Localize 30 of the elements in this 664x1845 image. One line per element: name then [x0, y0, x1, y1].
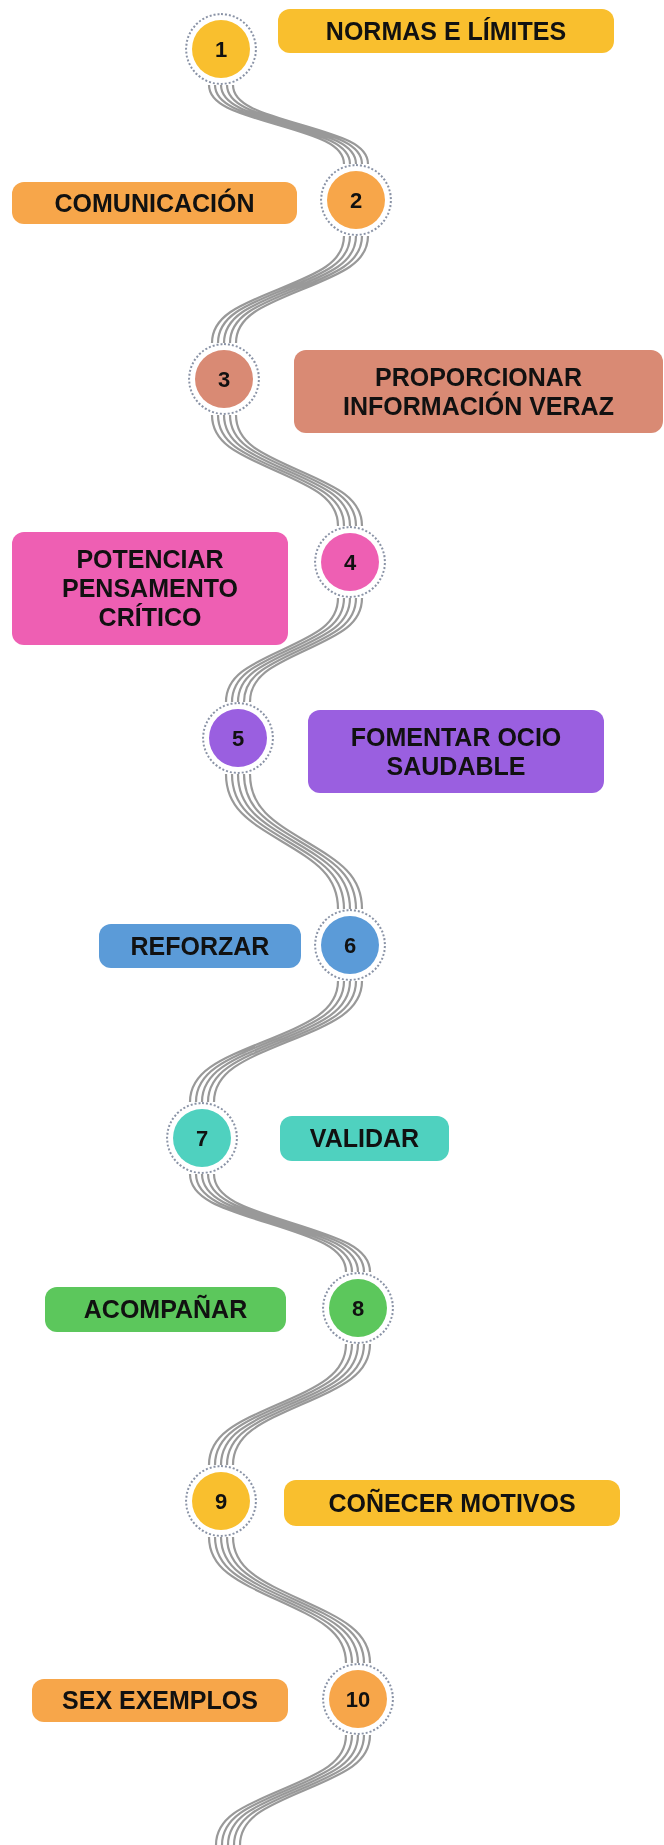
wavy-connector [224, 772, 364, 911]
step-number: 7 [195, 1124, 209, 1153]
step-label: COÑECER MOTIVOS [284, 1480, 620, 1526]
wavy-connector [207, 1535, 372, 1665]
step-number: 2 [349, 186, 363, 215]
step-label: FOMENTAR OCIO SAUDABLE [308, 710, 604, 793]
step-number: 9 [214, 1487, 228, 1516]
wavy-connector [207, 1342, 372, 1467]
step-label: REFORZAR [99, 924, 301, 968]
wavy-connector [214, 1733, 372, 1845]
wavy-connector [188, 1172, 372, 1274]
step-label: PROPORCIONAR INFORMACIÓN VERAZ [294, 350, 663, 433]
step-label: COMUNICACIÓN [12, 182, 297, 224]
step-label: ACOMPAÑAR [45, 1287, 286, 1332]
step-label: NORMAS E LÍMITES [278, 9, 614, 53]
step-number: 4 [343, 548, 357, 577]
wavy-connector [224, 596, 364, 704]
step-number: 10 [345, 1685, 371, 1714]
step-label: VALIDAR [280, 1116, 449, 1161]
step-number: 3 [217, 365, 231, 394]
step-number: 8 [351, 1294, 365, 1323]
step-number: 1 [214, 35, 228, 64]
step-number: 5 [231, 724, 245, 753]
step-number: 6 [343, 931, 357, 960]
wavy-connector [188, 979, 364, 1104]
wavy-connector [207, 83, 370, 166]
wavy-connector [210, 413, 364, 528]
wavy-connector [210, 234, 370, 345]
step-label: SEX EXEMPLOS [32, 1679, 288, 1722]
step-label: POTENCIAR PENSAMENTO CRÍTICO [12, 532, 288, 645]
